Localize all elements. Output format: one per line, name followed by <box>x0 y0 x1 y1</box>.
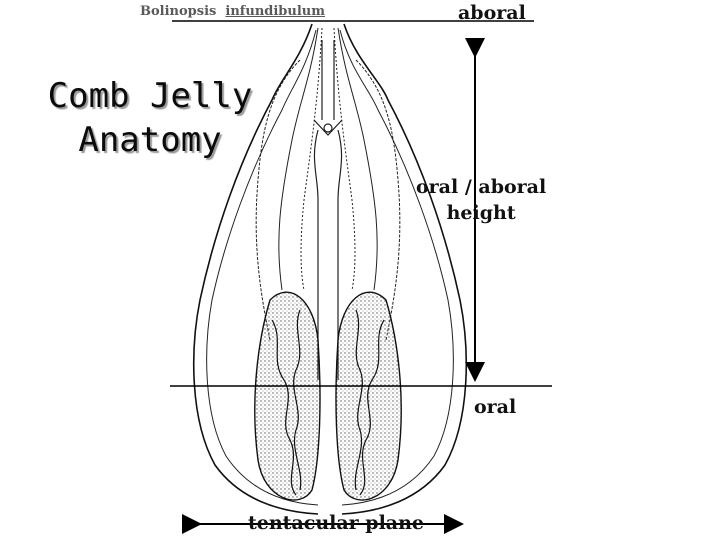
page-title: Comb Jelly Anatomy <box>30 74 270 162</box>
specimen-genus: Bolinopsis <box>140 4 217 19</box>
central-pharynx <box>313 40 343 380</box>
body-outline <box>192 23 468 515</box>
height-label-line-2: height <box>446 202 516 224</box>
tentacular-plane-label: tentacular plane <box>248 512 425 534</box>
title-line-1: Comb Jelly <box>47 76 253 116</box>
aboral-label: aboral <box>458 2 526 24</box>
title-line-2: Anatomy <box>78 120 222 160</box>
oral-label: oral <box>474 396 517 418</box>
oral-lobes <box>254 291 402 501</box>
specimen-label: Bolinopsis infundibulum <box>140 4 325 19</box>
comb-rows <box>255 27 401 341</box>
body-inner-outline <box>206 29 454 506</box>
height-label-line-1: oral / aboral <box>416 176 547 198</box>
height-label: oral / aboral height <box>416 174 546 226</box>
specimen-structure: infundibulum <box>225 4 325 19</box>
